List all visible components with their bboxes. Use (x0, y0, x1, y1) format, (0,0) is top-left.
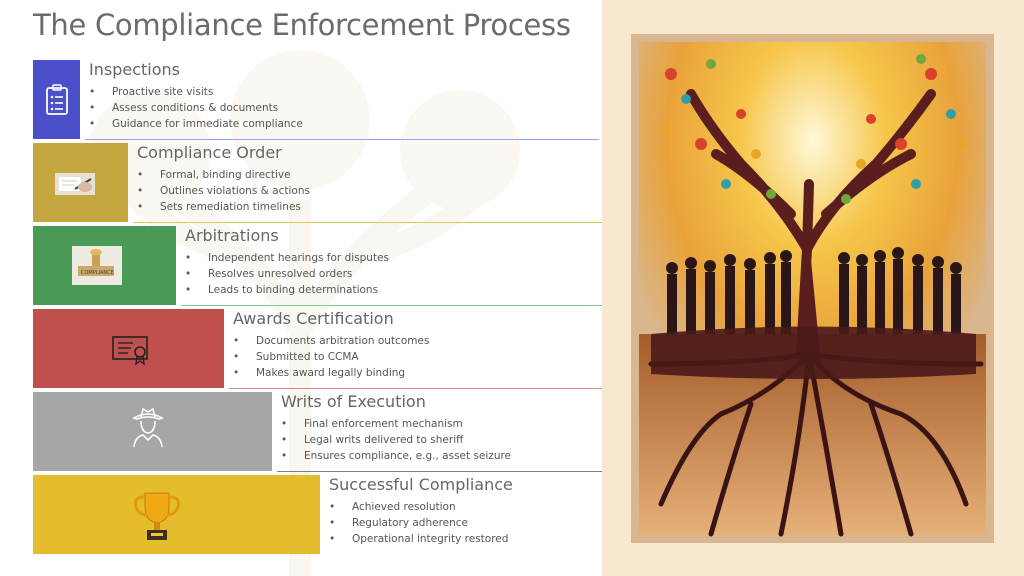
bullet: Proactive site visits (89, 84, 303, 100)
bullet: Makes award legally binding (233, 365, 429, 381)
step-inspections: Inspections Proactive site visits Assess… (33, 60, 599, 140)
bullet: Guidance for immediate compliance (89, 116, 303, 132)
step-bullets: Proactive site visits Assess conditions … (89, 84, 303, 132)
bullet: Sets remediation timelines (137, 199, 310, 215)
step-awards-certification: Awards Certification Documents arbitrati… (33, 309, 603, 389)
page-title: The Compliance Enforcement Process (33, 8, 571, 42)
certificate-icon (111, 333, 151, 367)
sheriff-icon (129, 406, 167, 448)
step-bullets: Achieved resolution Regulatory adherence… (329, 499, 508, 547)
bullet: Leads to binding determinations (185, 282, 389, 298)
bullet: Outlines violations & actions (137, 183, 310, 199)
step-writs-of-execution: Writs of Execution Final enforcement mec… (33, 392, 603, 472)
step-label: Writs of Execution (281, 392, 426, 411)
bullet: Independent hearings for disputes (185, 250, 389, 266)
step-color-block (33, 60, 80, 139)
step-bullets: Independent hearings for disputes Resolv… (185, 250, 389, 298)
step-label: Inspections (89, 60, 180, 79)
bullet: Documents arbitration outcomes (233, 333, 429, 349)
step-divider (85, 138, 599, 140)
bullet: Regulatory adherence (329, 515, 508, 531)
svg-text:COMPLIANCE: COMPLIANCE (81, 270, 114, 276)
bullet: Final enforcement mechanism (281, 416, 511, 432)
bullet: Achieved resolution (329, 499, 508, 515)
bullet: Ensures compliance, e.g., asset seizure (281, 448, 511, 464)
compliance-stamp-photo: COMPLIANCE (72, 246, 122, 285)
clipboard-checklist-icon (33, 60, 80, 139)
step-bullets: Final enforcement mechanism Legal writs … (281, 416, 511, 464)
bullet: Legal writs delivered to sheriff (281, 432, 511, 448)
step-divider (229, 387, 603, 389)
bullet: Operational integrity restored (329, 531, 508, 547)
bullet: Formal, binding directive (137, 167, 310, 183)
step-color-block (33, 475, 320, 554)
step-label: Awards Certification (233, 309, 394, 328)
step-label: Compliance Order (137, 143, 282, 162)
step-divider (277, 470, 603, 472)
step-arbitrations: COMPLIANCE Arbitrations Independent hear… (33, 226, 603, 306)
bullet: Resolves unresolved orders (185, 266, 389, 282)
step-compliance-order: Compliance Order Formal, binding directi… (33, 143, 603, 223)
tree-of-people-illustration (639, 42, 986, 537)
trophy-icon (129, 487, 185, 543)
step-divider (133, 221, 603, 223)
step-bullets: Documents arbitration outcomes Submitted… (233, 333, 429, 381)
step-bullets: Formal, binding directive Outlines viola… (137, 167, 310, 215)
step-label: Arbitrations (185, 226, 279, 245)
step-divider (181, 304, 603, 306)
step-successful-compliance: Successful Compliance Achieved resolutio… (33, 475, 603, 554)
signing-document-photo (55, 173, 95, 195)
step-label: Successful Compliance (329, 475, 513, 494)
bullet: Assess conditions & documents (89, 100, 303, 116)
bullet: Submitted to CCMA (233, 349, 429, 365)
